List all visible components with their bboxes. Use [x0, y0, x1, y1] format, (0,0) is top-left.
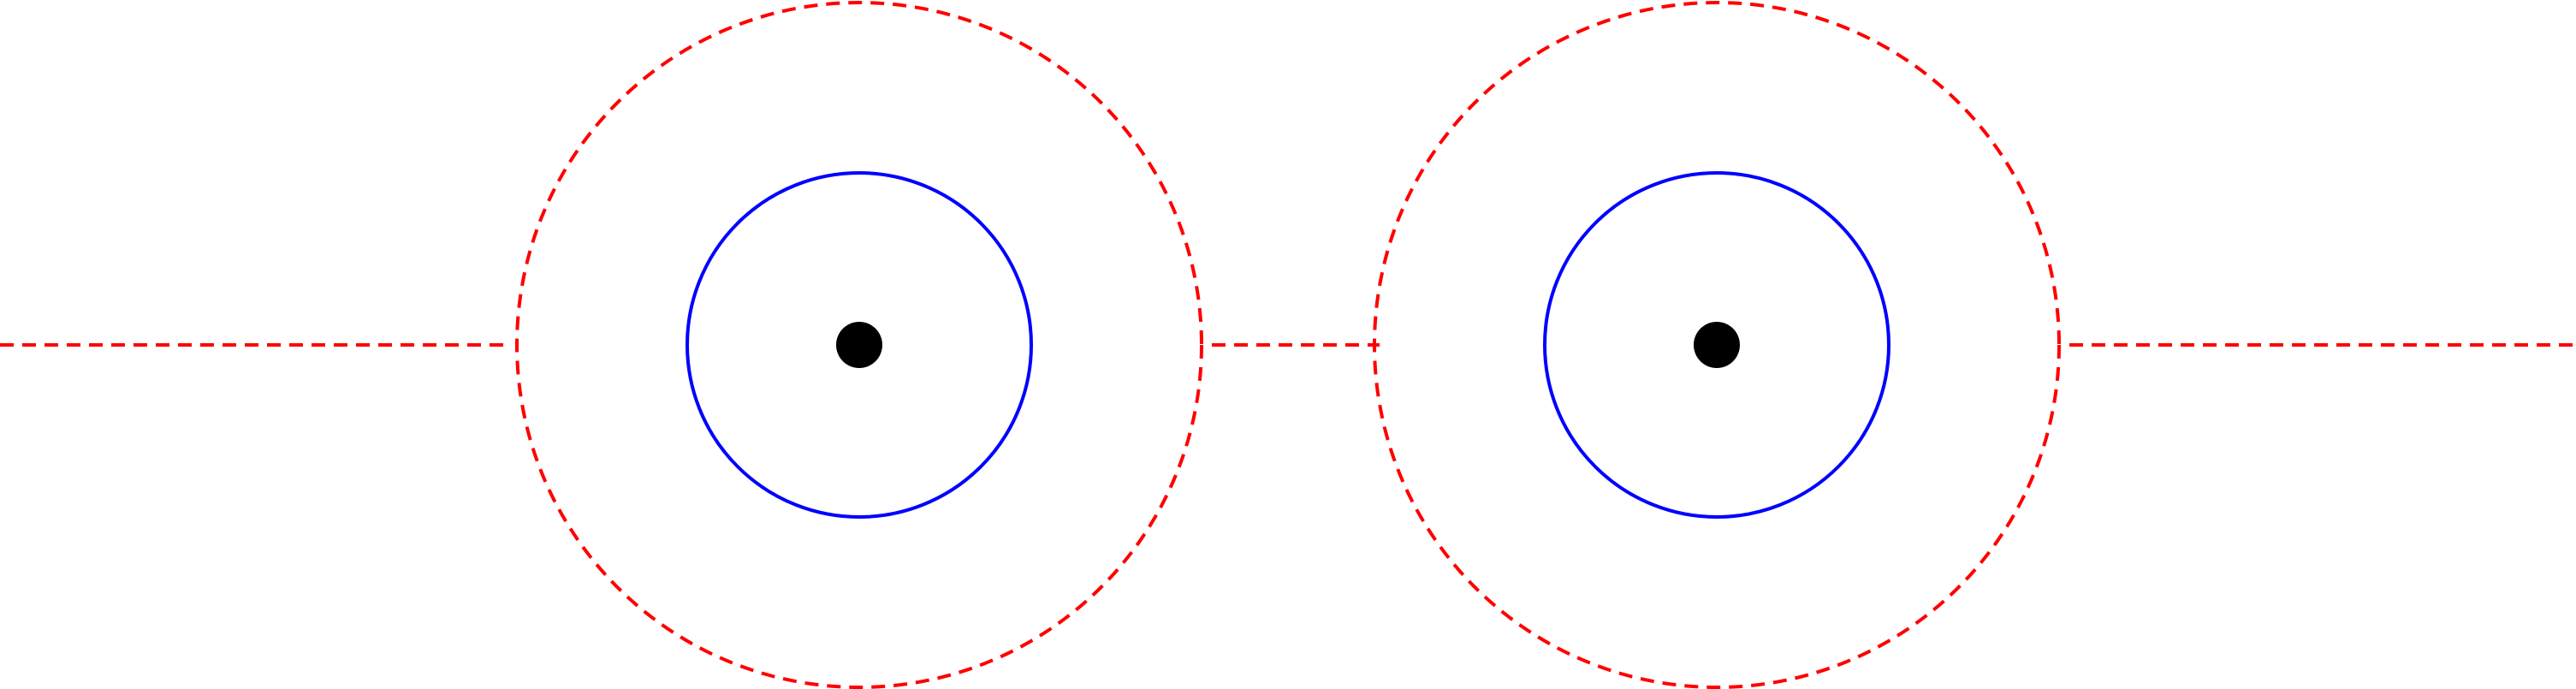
left-unit	[515, 1, 1203, 689]
right-center-dot	[1694, 322, 1740, 368]
left-outer-dashed-circle	[515, 1, 1203, 689]
right-inner-circle	[1543, 171, 1890, 519]
left-inner-circle	[686, 171, 1033, 519]
right-outer-dashed-circle	[1373, 1, 2061, 689]
right-unit	[1373, 1, 2061, 689]
left-center-dot	[836, 322, 882, 368]
